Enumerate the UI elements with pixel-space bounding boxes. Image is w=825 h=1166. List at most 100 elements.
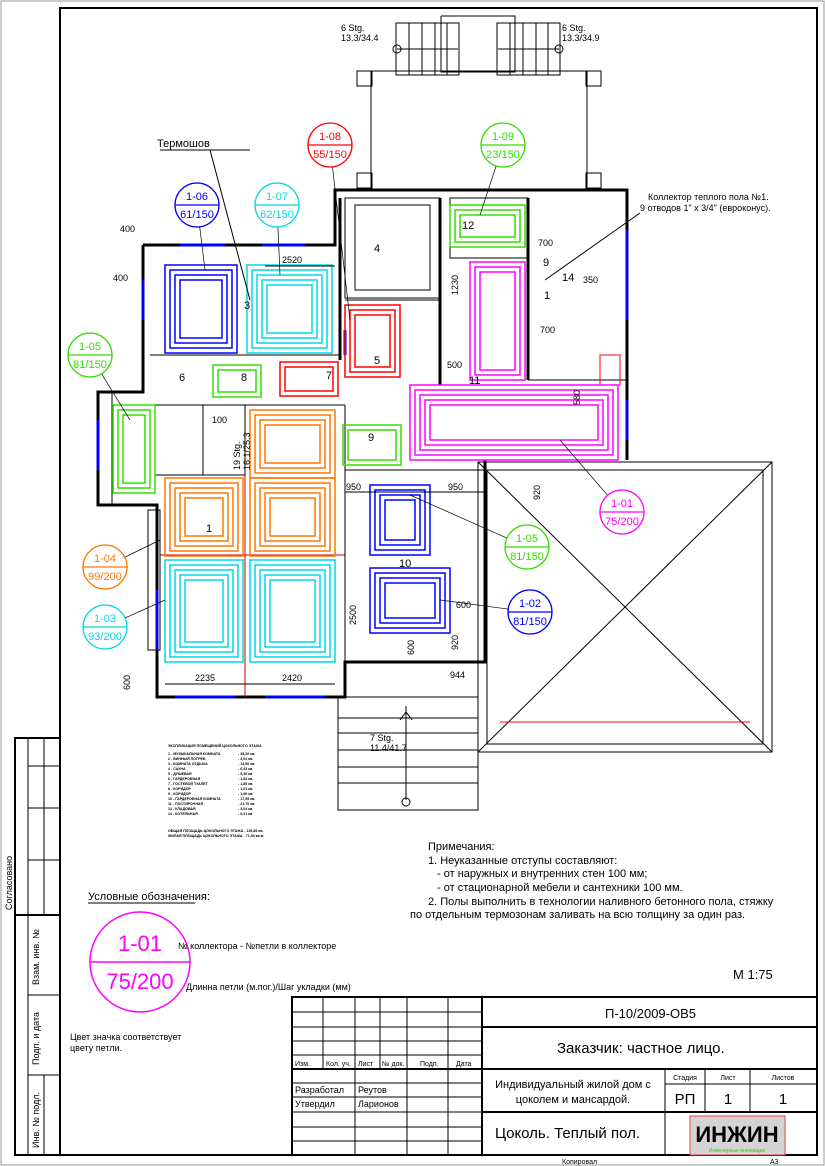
- heating-loop: [419, 394, 609, 451]
- explication-area: - 17,95 кв.: [238, 797, 255, 801]
- room-number: 8: [241, 372, 247, 384]
- marker-length: 55/150: [313, 149, 347, 161]
- note-line: по отдельным термозонам заливать на всю …: [410, 909, 745, 921]
- col-header: Изм.: [295, 1061, 310, 1068]
- legend-len-desc: Длинна петли (м.пог.)/Шаг укладки (мм): [186, 982, 351, 992]
- heating-loop: [246, 264, 333, 354]
- stage-label: Стадия: [673, 1075, 697, 1082]
- windows: [96, 230, 629, 699]
- explication-room: 10 - ГАРДЕРОБНАЯ КОМНАТА: [168, 797, 221, 801]
- marker-length: 61/150: [180, 209, 214, 221]
- heating-loop: [266, 284, 313, 334]
- heating-loop: [342, 424, 402, 466]
- room-number: 6: [179, 372, 185, 384]
- explication-area: - 5,30 кв.: [238, 772, 253, 776]
- heating-loop: [354, 314, 391, 368]
- explication-area: - 9,21 кв.: [238, 812, 253, 816]
- stair-label: 6 Stg.: [562, 23, 586, 33]
- heating-loop: [479, 271, 516, 371]
- approved-name: Ларионов: [358, 1099, 399, 1109]
- heating-loop: [369, 484, 431, 556]
- heating-loop: [254, 564, 331, 658]
- dimensions: 400 400 2520 700 1230 350 700 500 580 10…: [113, 224, 598, 690]
- explication-area: - 1,01 кв.: [238, 787, 253, 791]
- heating-loop: [164, 559, 244, 663]
- stair-label: 19 Stg.: [232, 441, 242, 470]
- heating-loop: [424, 399, 604, 446]
- heating-loop: [264, 424, 321, 464]
- col-header: Лист: [358, 1061, 374, 1068]
- heating-loop: [349, 309, 396, 373]
- heating-loop: [212, 364, 262, 398]
- dimension: 400: [120, 224, 135, 234]
- heating-loop: [217, 369, 257, 393]
- heating-loop: [254, 414, 331, 474]
- dimension: 600: [122, 675, 132, 690]
- heating-loop: [259, 569, 326, 653]
- heating-loop: [169, 482, 239, 552]
- heating-loop: [379, 577, 441, 624]
- dimension: 950: [346, 482, 361, 492]
- entrance-stairs-top: [356, 15, 602, 190]
- stair-value: 16.1/25.3: [242, 432, 252, 470]
- heating-loop: [179, 279, 223, 339]
- explication-room: 5 - ДУШЕВАЯ: [168, 772, 192, 776]
- marker-id: 1-08: [319, 131, 341, 143]
- dimension: 2500: [348, 605, 358, 625]
- explication-area: - 3,04 кв.: [238, 807, 253, 811]
- legend-id-desc: № коллектора - №петли в коллекторе: [178, 941, 336, 951]
- dimension: 700: [540, 325, 555, 335]
- dimension: 920: [532, 485, 542, 500]
- notes-title: Примечания:: [428, 841, 495, 853]
- dimension: 2420: [282, 673, 302, 683]
- heating-loop: [369, 567, 451, 634]
- room-number: 14: [562, 272, 574, 284]
- stage-value: РП: [675, 1091, 696, 1108]
- col-header: Кол. уч.: [326, 1061, 351, 1068]
- dimension: 944: [450, 670, 465, 680]
- terrace-roof: [477, 461, 773, 753]
- explication-room: 6 - ГАРДЕРОБНАЯ: [168, 777, 201, 781]
- explication-area: - 14,90 кв.: [238, 762, 255, 766]
- note-line: - от наружных и внутренних стен 100 мм;: [437, 868, 647, 880]
- developed-label: Разработал: [295, 1085, 344, 1095]
- heating-loop: [249, 477, 336, 557]
- marker-id: 1-05: [516, 533, 538, 545]
- dimension: 600: [456, 600, 471, 610]
- loop-marker: 1-08 55/150: [307, 122, 353, 321]
- sheet-value: 1: [724, 1091, 732, 1108]
- company-logo: [689, 1115, 786, 1156]
- heating-loop: [169, 564, 239, 658]
- dimension: 1230: [450, 275, 460, 295]
- customer: Заказчик: частное лицо.: [557, 1040, 725, 1057]
- heating-loop: [459, 214, 516, 238]
- collector-note: 9 отводов 1" x 3/4" (евроконус).: [640, 203, 771, 213]
- marker-id: 1-09: [492, 131, 514, 143]
- explication-room: 9 - КОРИДОР: [168, 792, 192, 796]
- room-number: 4: [374, 243, 380, 255]
- room-number: 12: [462, 220, 474, 232]
- room-number: 7: [326, 370, 332, 382]
- legend-color-note: цвету петли.: [70, 1043, 122, 1053]
- stair-label: 7 Stg.: [370, 733, 394, 743]
- marker-id: 1-07: [266, 191, 288, 203]
- marker-length: 99/200: [88, 571, 122, 583]
- note-line: - от стационарной мебели и сантехники 10…: [437, 882, 683, 894]
- sheet-title: Цоколь. Теплый пол.: [495, 1125, 640, 1142]
- logo-subtitle: Инженерные инновации: [709, 1148, 765, 1154]
- marker-id: 1-01: [611, 498, 633, 510]
- room-number: 1: [544, 290, 550, 302]
- marker-length: 23/150: [486, 149, 520, 161]
- document-code: П-10/2009-ОВ5: [605, 1006, 696, 1021]
- dimension: 400: [113, 273, 128, 283]
- room-number: 3: [244, 300, 250, 312]
- explication-room: 1 - МУЗЫКАЛЬНАЯ КОМНАТА: [168, 752, 221, 756]
- dimension: 580: [572, 390, 582, 405]
- heating-loop: [259, 419, 326, 469]
- heating-loop: [474, 266, 521, 376]
- room-numbers: 3 4 12 9 14 1 5 7 6 8 11 9 1 10: [179, 220, 574, 570]
- legend-marker-id: 1-01: [118, 931, 162, 956]
- title-block: Изм. Кол. уч. Лист № док. Подп. Дата Раз…: [291, 996, 818, 1166]
